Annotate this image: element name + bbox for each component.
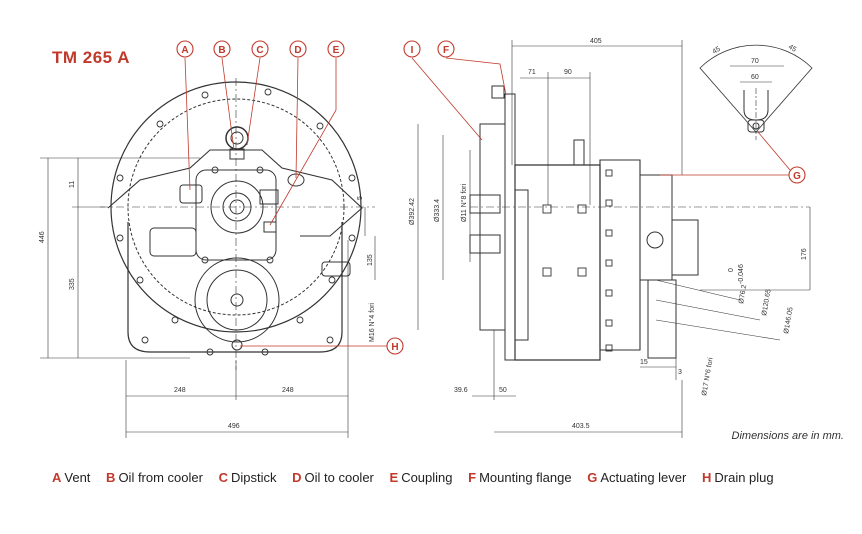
dim-15: 15 — [640, 359, 648, 366]
lever-dimension-labels: 45 45 70 60 — [712, 44, 798, 81]
dim-dia-76: Ø76.2 — [738, 284, 748, 304]
dim-5: 5 — [357, 196, 364, 200]
callout-h: H — [391, 342, 398, 353]
dim-135: 135 — [367, 254, 374, 266]
dim-tol-0: 0 — [728, 268, 735, 272]
dim-405: 405 — [590, 38, 602, 45]
dim-403-5: 403.5 — [572, 423, 590, 430]
dim-flange-holes: Ø11 N°8 fori — [460, 183, 468, 222]
dim-m16-holes: M16 N°4 fori — [368, 303, 376, 342]
dim-dia-333: Ø333.4 — [434, 199, 441, 222]
callout-i: I — [411, 45, 414, 56]
dim-335: 335 — [69, 278, 76, 290]
callouts — [176, 40, 806, 355]
side-dimension-labels: 405 71 90 Ø392.42 Ø333.4 Ø11 N°8 fori 39… — [409, 38, 808, 430]
dim-dia-120: Ø120.65 — [761, 289, 773, 317]
dim-11: 11 — [69, 181, 76, 188]
dim-3: 3 — [678, 369, 682, 376]
dim-angle-right: 45 — [787, 44, 797, 54]
dim-70: 70 — [751, 58, 759, 65]
lever-detail — [699, 44, 813, 140]
front-view — [100, 78, 375, 370]
callout-leaders — [184, 57, 791, 347]
dim-tol-neg: -0.046 — [738, 264, 745, 284]
dim-out-holes: Ø17 N°6 fori — [700, 357, 715, 397]
units-note: Dimensions are in mm. — [731, 430, 844, 442]
callout-labels: A B C D E I F G H — [181, 45, 801, 353]
page-title: TM 265 A — [52, 48, 131, 67]
dim-50: 50 — [499, 387, 507, 394]
dim-496: 496 — [228, 423, 240, 430]
dim-dia-392: Ø392.42 — [409, 198, 416, 225]
dim-60: 60 — [751, 74, 759, 81]
callout-d: D — [294, 45, 301, 56]
dim-446: 446 — [39, 231, 46, 243]
callout-f: F — [443, 45, 449, 56]
callout-e: E — [333, 45, 340, 56]
dim-248-right: 248 — [282, 387, 294, 394]
front-dimension-labels: 446 335 11 248 248 496 5 135 M16 N°4 for… — [39, 181, 376, 430]
dim-176: 176 — [801, 248, 808, 260]
dim-90: 90 — [564, 69, 572, 76]
callout-c: C — [256, 45, 263, 56]
dim-dia-146: Ø146.05 — [783, 307, 795, 335]
callout-g: G — [793, 171, 801, 182]
side-dimensions — [417, 40, 811, 438]
dim-39-6: 39.6 — [454, 387, 468, 394]
dim-71: 71 — [528, 69, 536, 76]
dim-angle-left: 45 — [712, 46, 722, 56]
front-dimensions — [40, 157, 376, 438]
side-view — [469, 85, 810, 361]
dim-248-left: 248 — [174, 387, 186, 394]
callout-a: A — [181, 45, 188, 56]
callout-b: B — [218, 45, 225, 56]
